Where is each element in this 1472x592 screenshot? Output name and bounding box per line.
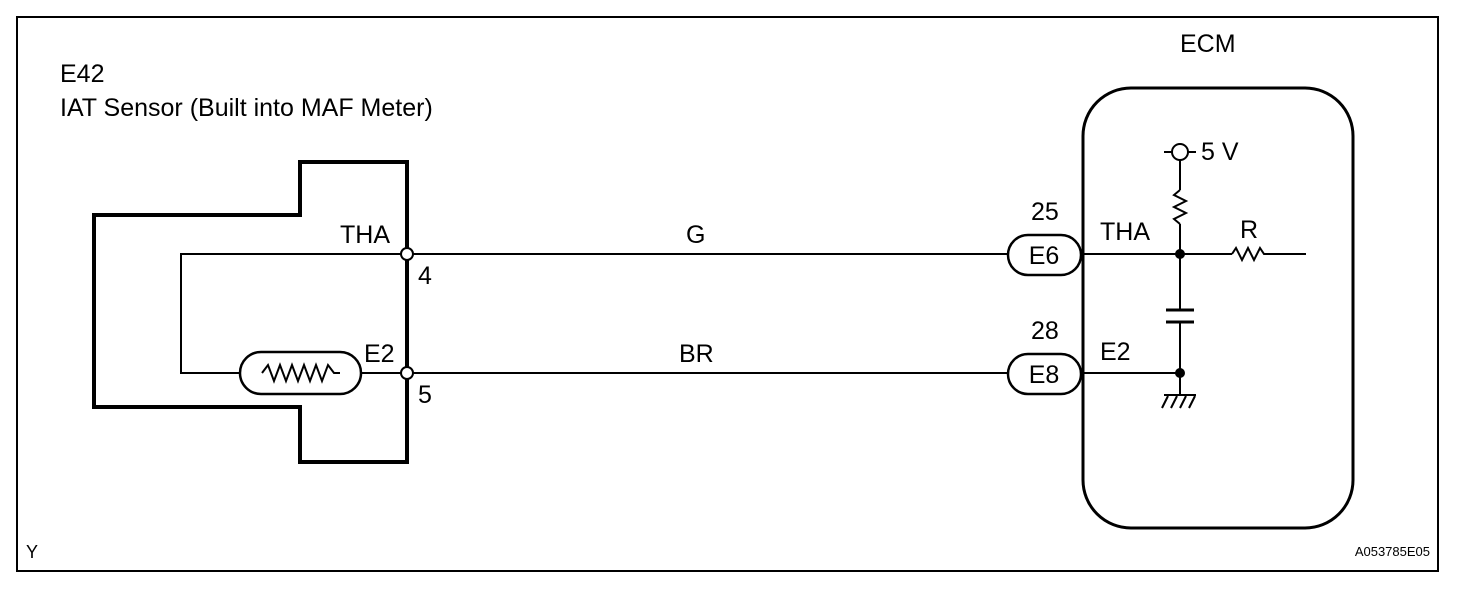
- maf-meter-housing: [92, 160, 409, 464]
- ecm-pin-28-number: 28: [1031, 317, 1059, 345]
- wire-br-color-label: BR: [679, 340, 714, 368]
- connector-e6-label: E6: [1029, 242, 1060, 270]
- supply-voltage-label: 5 V: [1201, 138, 1239, 166]
- ground-icon: [1161, 394, 1196, 409]
- ecm-signal-e2-label: E2: [1100, 338, 1131, 366]
- sensor-name: IAT Sensor (Built into MAF Meter): [60, 94, 433, 122]
- supply-terminal: [1171, 143, 1189, 161]
- pullup-resistor-symbol: [1171, 189, 1189, 225]
- resistor-r-zigzag: [1231, 245, 1268, 263]
- connector-e8-label: E8: [1029, 361, 1060, 389]
- ecm-box: [1081, 86, 1355, 530]
- resistor-r-label: R: [1240, 216, 1258, 244]
- pin-4-terminal: [400, 247, 414, 261]
- corner-mark: Y: [26, 542, 38, 562]
- pin-5-terminal: [400, 366, 414, 380]
- sensor-internal-wire: [180, 253, 407, 374]
- figure-code: A053785E05: [1355, 544, 1430, 559]
- sensor-pin-e2-label: E2: [364, 340, 395, 368]
- wire-g-color-label: G: [686, 221, 705, 249]
- junction-tha: [1175, 249, 1185, 259]
- diagram-frame: [16, 16, 1439, 572]
- sensor-code: E42: [60, 60, 104, 88]
- ecm-signal-tha-label: THA: [1100, 218, 1150, 246]
- ecm-title: ECM: [1180, 30, 1236, 58]
- sensor-pin-tha-label: THA: [340, 221, 390, 249]
- connector-e6: [1006, 233, 1083, 277]
- ecm-pin-25-number: 25: [1031, 198, 1059, 226]
- sensor-pin-4-number: 4: [418, 262, 432, 290]
- sensor-pin-5-number: 5: [418, 381, 432, 409]
- junction-e2: [1175, 368, 1185, 378]
- thermistor-body: [238, 350, 363, 396]
- thermistor-resistor-symbol: [261, 362, 340, 384]
- connector-e8: [1006, 352, 1083, 396]
